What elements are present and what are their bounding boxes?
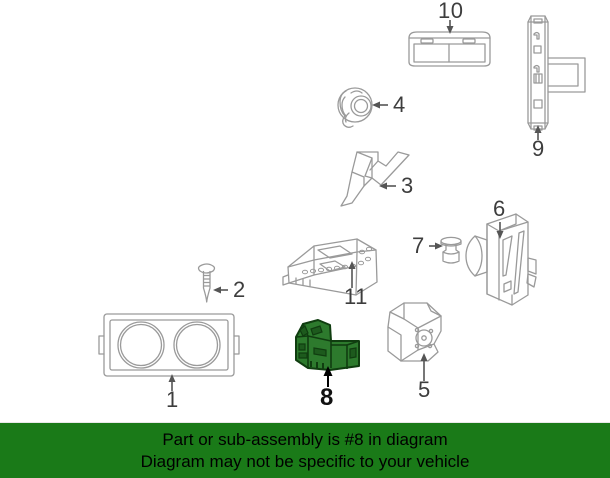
callout-arrow-2: [213, 286, 228, 294]
callout-arrow-11: [348, 261, 356, 288]
part-7-push-pin-fastener: [440, 236, 462, 264]
callout-arrow-9: [534, 125, 542, 140]
callout-arrow-3: [379, 182, 396, 190]
callout-label-1: 1: [166, 387, 179, 412]
diagram-canvas: 1 2 3 4 5 6 7 8 9 10 11: [98, 0, 586, 412]
callout-label-10: 10: [438, 0, 464, 23]
part-3-angle-bracket: [340, 151, 410, 207]
callout-label-8: 8: [320, 384, 334, 411]
part-6-control-module-housing: [465, 213, 537, 306]
notice-banner: Part or sub-assembly is #8 in diagram Di…: [0, 422, 610, 478]
callout-arrow-8: [323, 366, 333, 387]
callout-arrow-5: [420, 353, 428, 381]
callout-label-9: 9: [532, 136, 545, 161]
callout-arrow-6: [496, 222, 504, 239]
part-5-actuator-bracket: [387, 302, 442, 362]
callout-arrow-1: [168, 374, 176, 391]
part-9-vertical-mounting-bracket: [527, 15, 586, 131]
callout-label-6: 6: [493, 196, 506, 221]
callout-label-5: 5: [418, 377, 431, 402]
part-10-flat-cover-panel: [408, 31, 491, 67]
callout-label-7: 7: [412, 233, 425, 258]
callout-arrow-10: [446, 20, 454, 34]
part-11-electronic-control-unit: [282, 238, 378, 296]
callout-arrow-7: [429, 242, 443, 250]
part-1-speaker-grille-housing: [98, 313, 240, 377]
callout-label-3: 3: [401, 173, 414, 198]
notice-line-part-number: Part or sub-assembly is #8 in diagram: [162, 429, 448, 449]
callout-label-4: 4: [393, 92, 406, 117]
part-8-connector-switch-assembly-highlighted: [295, 319, 360, 371]
parts-diagram-illustration: [98, 15, 586, 391]
part-4-round-grommet-clip: [337, 87, 373, 128]
callout-label-2: 2: [233, 277, 246, 302]
notice-line-disclaimer: Diagram may not be specific to your vehi…: [140, 451, 470, 471]
callout-arrow-4: [372, 101, 388, 109]
part-2-tapping-screw: [197, 263, 216, 303]
callout-label-11: 11: [344, 284, 368, 309]
